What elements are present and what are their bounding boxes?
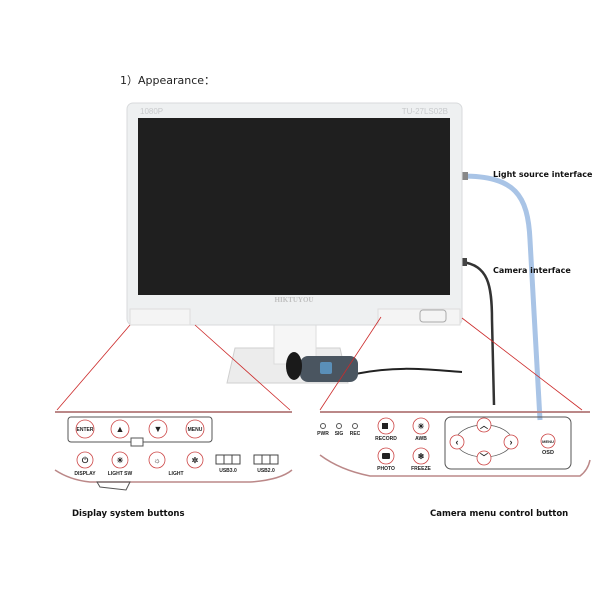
svg-text:PWR: PWR	[317, 431, 329, 437]
display-panel-caption: Display system buttons	[72, 509, 185, 519]
light-up-button[interactable]: ✲	[186, 451, 204, 469]
nav-left-button[interactable]: ‹	[449, 434, 465, 450]
usb3-port[interactable]: USB3.0	[215, 454, 241, 474]
light-source-cable	[461, 173, 543, 421]
nav-down-button[interactable]: ﹀	[476, 450, 492, 466]
svg-text:PHOTO: PHOTO	[377, 466, 395, 472]
svg-text:MENU: MENU	[542, 439, 554, 444]
svg-text:OSD: OSD	[542, 450, 554, 456]
power-icon: ⏻	[82, 456, 89, 465]
freeze-button[interactable]: ❄ FREEZE	[411, 447, 432, 472]
mini-camera-panel	[377, 308, 461, 326]
svg-text:SIG: SIG	[335, 431, 344, 437]
display-power-button[interactable]: ⏻ DISPLAY	[74, 451, 96, 477]
light-source-label: Light source interface	[493, 170, 593, 179]
light-label: LIGHT	[169, 471, 184, 477]
monitor: 1080P TU-27LS02B HIKTUYOU	[126, 102, 463, 326]
up-button[interactable]: ▲	[110, 419, 130, 439]
chevron-down-icon: ﹀	[480, 452, 488, 462]
video-camera-icon	[382, 423, 388, 429]
menu-button[interactable]: MENU	[185, 419, 205, 439]
svg-text:RECORD: RECORD	[375, 436, 397, 442]
svg-text:DISPLAY: DISPLAY	[74, 471, 96, 477]
svg-text:▼: ▼	[154, 424, 163, 434]
awb-button[interactable]: ☀ AWB	[412, 417, 430, 442]
light-down-button[interactable]: ☼	[148, 451, 166, 469]
camera-icon	[382, 453, 390, 459]
nav-right-button[interactable]: ›	[503, 434, 519, 450]
display-system-panel: ENTER ▲ ▼ MENU ⏻ DISPLAY ☀ LIGHT SW ☼ ✲ LI…	[54, 411, 293, 519]
sun-icon: ☀	[116, 456, 123, 465]
chevron-left-icon: ‹	[456, 437, 459, 447]
svg-text:USB2.0: USB2.0	[257, 468, 275, 474]
sun-icon: ☀	[417, 422, 424, 431]
chevron-right-icon: ›	[510, 437, 513, 447]
nav-up-button[interactable]: ︿	[476, 417, 492, 433]
svg-text:LIGHT SW: LIGHT SW	[108, 471, 133, 477]
osd-menu-button[interactable]: MENU OSD	[540, 433, 556, 456]
light-sw-button[interactable]: ☀ LIGHT SW	[108, 451, 133, 477]
enter-button[interactable]: ENTER	[75, 419, 95, 439]
led-sig: SIG	[335, 423, 344, 437]
svg-text:▲: ▲	[116, 424, 125, 434]
led-pwr: PWR	[317, 423, 329, 437]
svg-text:REC: REC	[350, 431, 361, 437]
model-label: TU-27LS02B	[402, 107, 448, 116]
camera-interface-label: Camera interface	[493, 266, 571, 275]
chevron-up-icon: ︿	[480, 421, 488, 430]
monitor-icon	[130, 437, 144, 447]
photo-button[interactable]: PHOTO	[377, 447, 395, 472]
camera-head	[286, 352, 463, 382]
monitor-screen	[138, 118, 450, 295]
sun-icon: ✲	[192, 456, 199, 465]
camera-control-panel: PWR SIG REC RECORD ☀AWB PHOTO ❄FREEZE ︿ …	[317, 411, 591, 519]
down-button[interactable]: ▼	[148, 419, 168, 439]
light-source-connector	[460, 172, 468, 180]
snowflake-icon: ❄	[418, 452, 425, 461]
mini-display-panel	[129, 308, 191, 326]
camera-panel-caption: Camera menu control button	[430, 509, 568, 519]
svg-text:FREEZE: FREEZE	[411, 466, 431, 472]
camera-cable	[461, 260, 496, 406]
led-rec: REC	[350, 423, 361, 437]
usb2-port[interactable]: USB2.0	[253, 454, 279, 474]
svg-text:USB3.0: USB3.0	[219, 468, 237, 474]
brand-logo: HIKTUYOU	[275, 296, 314, 304]
camera-connector	[460, 258, 467, 266]
section-heading: 1）Appearance：	[120, 74, 215, 87]
callout-lines	[56, 316, 583, 411]
svg-text:AWB: AWB	[415, 436, 427, 442]
svg-text:ENTER: ENTER	[77, 427, 94, 433]
resolution-label: 1080P	[140, 107, 163, 116]
record-button[interactable]: RECORD	[375, 417, 397, 442]
svg-text:MENU: MENU	[188, 427, 203, 433]
sun-icon: ☼	[153, 456, 160, 465]
